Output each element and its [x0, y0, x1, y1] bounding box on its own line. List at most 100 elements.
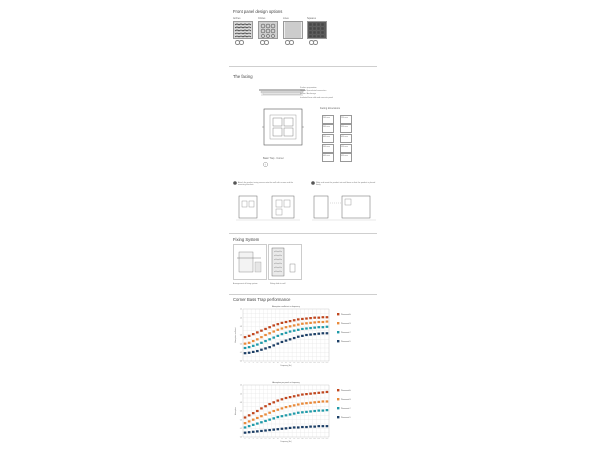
x-tick-label: 1250	[301, 438, 304, 440]
data-point	[288, 413, 292, 416]
data-point	[260, 429, 263, 433]
legend-swatch	[337, 398, 340, 401]
data-point	[260, 348, 263, 351]
data-point	[325, 316, 329, 319]
data-point	[317, 316, 321, 319]
x-tick-label: 200	[269, 438, 271, 440]
data-point	[288, 405, 292, 408]
legend-swatch	[337, 416, 340, 419]
data-point	[313, 401, 316, 404]
data-point	[264, 405, 267, 408]
panel-sample-arches[interactable]	[233, 21, 253, 39]
data-point	[280, 340, 284, 344]
dimension-label: 650 mm	[341, 155, 348, 157]
option-dot[interactable]	[313, 40, 318, 45]
chart-title: Absorption coefficient vs frequency	[272, 305, 300, 308]
data-point	[305, 333, 308, 337]
data-point	[251, 333, 255, 336]
panel-sample-lines[interactable]	[283, 21, 303, 39]
section-title-performance: Corner Bass Trap performance	[233, 297, 291, 302]
option-dot[interactable]	[264, 40, 269, 45]
data-point	[268, 402, 271, 406]
x-tick-label: 2000	[309, 438, 312, 440]
data-point	[276, 328, 280, 331]
x-tick-label: 3150	[317, 438, 320, 440]
x-tick-label: 500	[285, 362, 287, 364]
data-point	[305, 410, 308, 413]
data-point	[301, 322, 304, 325]
data-point	[301, 393, 304, 396]
legend-label: Placement B	[341, 398, 351, 401]
data-point	[268, 326, 271, 329]
dimension-label: 400 mm	[323, 136, 330, 138]
facing-note: Unique Spacer/stud connection	[300, 90, 327, 92]
data-point	[260, 407, 263, 410]
data-point	[251, 344, 255, 347]
data-point	[309, 425, 312, 428]
section-title-facing: The facing	[233, 74, 253, 79]
step-drawing	[236, 193, 300, 223]
y-tick-label: 0.0	[240, 361, 242, 363]
step-drawing	[312, 193, 376, 223]
facing-plan-drawing	[262, 107, 304, 147]
dimension-box	[340, 153, 352, 162]
data-point	[296, 426, 300, 429]
y-tick-label: 0.4	[240, 419, 242, 421]
data-point	[284, 326, 288, 329]
dimension-label: 550 mm	[341, 146, 348, 148]
data-point	[243, 426, 247, 429]
data-point	[280, 427, 284, 430]
data-point	[276, 415, 280, 419]
data-point	[321, 409, 325, 412]
data-point	[251, 350, 255, 353]
data-point	[243, 352, 247, 355]
data-point	[309, 317, 312, 320]
step-note: Slide and insert the product into wall b…	[316, 182, 376, 187]
x-tick-label: 50	[244, 438, 246, 440]
panel-option-label: Circles	[258, 17, 266, 20]
data-point	[272, 428, 276, 431]
data-point	[264, 339, 267, 343]
x-tick-label: 800	[293, 362, 295, 364]
data-point	[321, 320, 325, 324]
y-tick-label: 1.0	[240, 393, 242, 395]
data-point	[260, 341, 263, 344]
data-point	[313, 333, 316, 336]
x-tick-label: 500	[285, 438, 287, 440]
data-point	[288, 338, 292, 341]
data-point	[313, 409, 316, 413]
panel-sample-squares[interactable]	[307, 21, 327, 39]
dimension-label: 600 mm	[323, 155, 330, 157]
fixing-drawing-left	[233, 244, 267, 280]
x-tick-label: 400	[281, 438, 283, 440]
data-point	[292, 324, 296, 327]
data-point	[268, 346, 271, 349]
plot-frame	[242, 308, 330, 362]
y-tick-label: 0.0	[240, 437, 242, 439]
data-point	[264, 419, 267, 423]
option-dot[interactable]	[239, 40, 244, 45]
facing-caption: Basic Trap · Corner	[263, 157, 284, 160]
x-tick-label: 63	[248, 438, 250, 440]
x-tick-label: 2500	[313, 362, 316, 364]
data-point	[264, 333, 267, 337]
data-point	[296, 403, 300, 406]
data-point	[288, 426, 292, 429]
data-point	[301, 317, 304, 321]
data-point	[317, 391, 321, 394]
data-point	[268, 428, 271, 432]
data-point	[243, 342, 247, 345]
panel-sample-circles[interactable]	[258, 21, 278, 39]
data-point	[292, 329, 296, 332]
facing-section-drawing	[259, 88, 309, 100]
x-tick-label: 63	[248, 362, 250, 364]
y-tick-label: 1.2	[240, 385, 242, 387]
option-dot[interactable]	[289, 40, 294, 45]
x-tick-label: 100	[256, 438, 258, 440]
data-point	[305, 317, 308, 320]
data-point	[325, 320, 329, 323]
data-point	[292, 404, 296, 407]
dimension-box	[340, 134, 352, 143]
dimension-box	[322, 124, 334, 133]
